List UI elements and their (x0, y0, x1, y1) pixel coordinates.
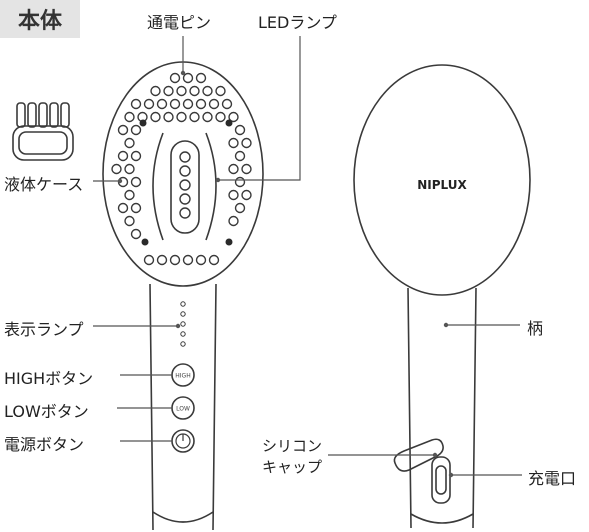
pin (228, 215, 239, 227)
pin (124, 215, 135, 227)
back-handle (407, 287, 477, 529)
pin (215, 85, 226, 97)
pin (241, 163, 252, 175)
section-title: 本体 (0, 0, 80, 38)
label-cap-line2: キャップ (262, 458, 323, 476)
pin (228, 137, 239, 149)
pin (130, 176, 142, 188)
liquid-case (170, 140, 200, 234)
pin (234, 202, 246, 214)
pin (169, 72, 181, 84)
pin (176, 85, 187, 97)
pin (202, 85, 213, 97)
led-dots (139, 119, 233, 246)
pin (221, 98, 233, 110)
pin-array (111, 72, 252, 266)
label-cap-line1: シリコン (262, 437, 323, 455)
low-button-text: LOW (176, 406, 190, 413)
back-head (353, 64, 531, 296)
pin (228, 163, 239, 175)
pin (208, 254, 220, 266)
pin (234, 124, 246, 136)
pin (124, 137, 135, 149)
pin (130, 228, 142, 240)
pin (241, 137, 252, 149)
pin (182, 254, 194, 266)
pin (111, 163, 122, 175)
pin (150, 111, 161, 123)
pin (228, 189, 239, 201)
label-pins: 通電ピン (147, 13, 212, 32)
pin (117, 202, 129, 214)
front-handle (149, 283, 217, 531)
pin (143, 254, 155, 266)
pin (228, 111, 239, 123)
pin (156, 254, 168, 266)
back-device (353, 64, 531, 529)
label-power: 電源ボタン (4, 435, 85, 454)
label-led: LEDランプ (258, 13, 337, 32)
pin (130, 98, 142, 110)
label-high: HIGHボタン (4, 369, 94, 388)
pin (156, 98, 168, 110)
charging-port (431, 456, 451, 504)
label-low: LOWボタン (4, 402, 89, 421)
label-port: 充電口 (528, 469, 577, 488)
pin (182, 98, 194, 110)
pin (150, 85, 161, 97)
pin (117, 150, 129, 162)
front-device (12, 61, 264, 531)
pin (234, 150, 246, 162)
pin (117, 124, 129, 136)
pin (169, 98, 181, 110)
label-indicator: 表示ランプ (4, 320, 84, 339)
pin (208, 98, 220, 110)
pin (169, 254, 181, 266)
pin (124, 163, 135, 175)
pin (189, 111, 200, 123)
pin (234, 176, 246, 188)
high-button-text: HIGH (175, 373, 190, 380)
pin (124, 111, 135, 123)
pin (189, 85, 200, 97)
leader-lines (93, 36, 522, 476)
pin (195, 254, 207, 266)
pin (241, 189, 252, 201)
silicone-cap (393, 438, 444, 472)
pin (163, 85, 174, 97)
pin (215, 111, 226, 123)
pin-attachment (12, 102, 74, 161)
pin (195, 72, 207, 84)
indicator-lamps (180, 301, 186, 347)
pin (202, 111, 213, 123)
pin (124, 189, 135, 201)
pin (163, 111, 174, 123)
pin (130, 202, 142, 214)
brand-logo: NIPLUX (417, 178, 467, 192)
label-handle: 柄 (527, 319, 544, 338)
pin (176, 111, 187, 123)
led-arc-right (205, 132, 217, 241)
led-arc-left (152, 132, 164, 241)
pin (182, 72, 194, 84)
pin (143, 98, 155, 110)
pin (130, 150, 142, 162)
pin (195, 98, 207, 110)
pin (130, 124, 142, 136)
liquid-case-dots (179, 151, 191, 219)
label-liquid: 液体ケース (4, 175, 84, 194)
